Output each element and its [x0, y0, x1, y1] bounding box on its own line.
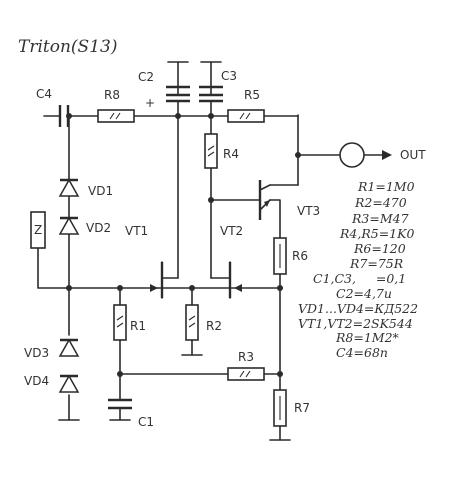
parts-list-line: R2=470	[354, 195, 407, 210]
label-r7: R7	[294, 401, 310, 415]
parts-list-line: R3=M47	[351, 211, 409, 226]
parts-list-line: C1,C3, =0,1	[313, 271, 406, 286]
label-vd4: VD4	[24, 374, 49, 388]
label-c4: C4	[36, 87, 52, 101]
output-connector	[339, 142, 392, 168]
parts-list-line: VD1...VD4=КД522	[298, 301, 418, 316]
diode-vd3	[58, 338, 80, 357]
label-r4: R4	[223, 147, 239, 161]
transistor-vt1	[150, 262, 164, 298]
capacitor-c1	[108, 398, 132, 410]
label-vt2: VT2	[220, 224, 243, 238]
resistor-r3	[227, 367, 265, 381]
transistor-vt2	[228, 262, 242, 298]
parts-list-line: R8=1M2*	[335, 330, 400, 345]
parts-list-line: R4,R5=1K0	[339, 226, 414, 241]
diode-vd4	[58, 374, 80, 393]
resistor-r8	[97, 109, 135, 123]
diode-vd2	[58, 216, 80, 235]
label-c2: C2	[138, 70, 154, 84]
parts-list-line: R6=120	[353, 241, 406, 256]
label-r1: R1	[130, 319, 146, 333]
transistor-vt3	[258, 180, 271, 220]
label-vd2: VD2	[86, 221, 111, 235]
resistor-r2	[185, 304, 199, 341]
resistor-r1	[113, 304, 127, 341]
label-r5: R5	[244, 88, 260, 102]
junction-dots	[66, 113, 301, 377]
label-r8: R8	[104, 88, 120, 102]
label-r2: R2	[206, 319, 222, 333]
label-c3: C3	[221, 69, 237, 83]
label-vt3: VT3	[297, 204, 320, 218]
schematic-title: Triton(S13)	[18, 37, 117, 57]
resistor-r7	[273, 389, 287, 427]
ground-markers	[58, 61, 291, 441]
label-r6: R6	[292, 249, 308, 263]
capacitor-c3	[199, 61, 223, 103]
parts-list-line: C4=68n	[336, 345, 388, 360]
label-out: OUT	[400, 148, 426, 162]
parts-list-line: VT1,VT2=2SK544	[298, 316, 413, 331]
parts-list-line: R7=75R	[349, 256, 403, 271]
label-vt1: VT1	[125, 224, 148, 238]
label-vd3: VD3	[24, 346, 49, 360]
label-r3: R3	[238, 350, 254, 364]
parts-list: R1=1M0 R2=470 R3=M47 R4,R5=1K0 R6=120 R7…	[298, 179, 418, 360]
label-c1: C1	[138, 415, 154, 429]
parts-list-line: C2=4,7u	[336, 286, 392, 301]
resistor-r5	[227, 109, 265, 123]
label-z: Z	[34, 223, 42, 237]
parts-list-line: R1=1M0	[357, 179, 415, 194]
resistor-r4	[204, 133, 218, 169]
label-plus: +	[145, 96, 155, 110]
capacitor-c2	[166, 61, 190, 103]
resistor-r6	[273, 237, 287, 275]
impedance-z	[30, 211, 46, 249]
label-vd1: VD1	[88, 184, 113, 198]
diode-vd1	[58, 178, 80, 197]
